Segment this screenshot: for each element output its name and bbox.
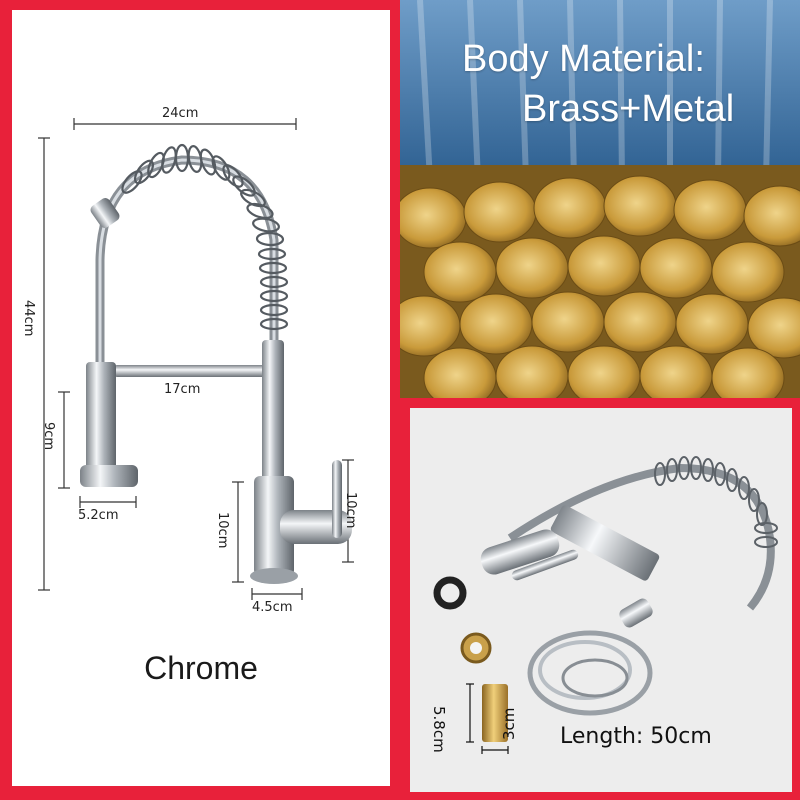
package-contents-image [433,456,778,754]
lever [332,460,342,538]
material-panel: Body Material: Brass+Metal [400,0,800,398]
rubber-gasket [433,576,467,610]
dim-body-height-left: 10cm [215,512,230,549]
dim-body-base: 4.5cm [252,600,293,615]
spring-coil [121,143,289,331]
brass-rod-ends [400,175,800,398]
dim-holder-base: 5.2cm [78,508,119,523]
dim-holder-height: 9cm [41,422,56,451]
inlet-hoses [527,630,653,716]
spring [654,456,778,548]
lever [511,549,579,581]
background-rods [417,0,773,181]
spout-arm [112,365,272,377]
package-contents-panel: 5.8cm 3cm Length: 50cm [410,408,792,792]
flexible-hose [95,155,279,370]
hose-length-label: Length: 50cm [560,724,712,749]
body [480,529,560,575]
material-value: Brass+Metal [522,88,735,130]
faucet-body [254,476,294,576]
faucet-dimension-panel: 24cm 44cm 17cm 9cm 5.2cm 10cm 10cm 4.5cm… [12,10,390,786]
material-title: Body Material: [462,38,705,80]
dim-spout-reach: 17cm [164,382,201,397]
faucet-drawing [38,118,354,600]
holder-base [80,465,138,487]
spray-holder [86,362,116,472]
brass-rods-image [400,0,800,398]
dim-width-top: 24cm [162,106,199,121]
spray-head [619,598,653,628]
dim-body-height-right: 10cm [343,492,358,529]
connector-width: 3cm [500,707,518,740]
hose [507,463,775,611]
column [550,505,660,581]
dim-height-total: 44cm [21,300,36,337]
spray-nozzle-top [90,198,120,228]
connector-height: 5.8cm [430,706,448,753]
brass-connector [482,684,508,742]
dimension-lines [38,118,354,600]
main-column [262,340,284,480]
body-base [250,568,298,584]
finish-caption: Chrome [144,650,258,686]
